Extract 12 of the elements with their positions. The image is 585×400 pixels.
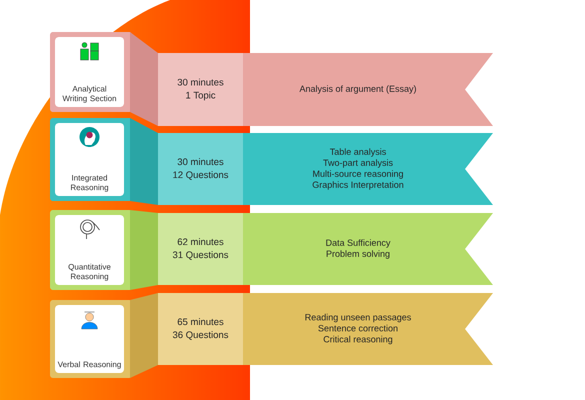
section-card: Integrated Reasoning — [55, 123, 124, 196]
duration-box: 62 minutes 31 Questions — [158, 213, 243, 285]
duration-box: 30 minutes 12 Questions — [158, 133, 243, 205]
ribbon-banner: Table analysis Two-part analysis Multi-source reasoning Graphics Interpretation — [243, 133, 493, 205]
section-card: Analytical Writing Section — [55, 37, 124, 107]
duration-box: 30 minutes 1 Topic — [158, 53, 243, 126]
ribbon-banner: Analysis of argument (Essay) — [243, 53, 493, 126]
duration-box: 65 minutes 36 Questions — [158, 293, 243, 365]
ribbon-banner: Data Sufficiency Problem solving — [243, 213, 493, 285]
section-card: Verbal Reasoning — [55, 305, 124, 373]
section-card: Quantitative Reasoning — [55, 215, 124, 285]
ribbon-banner: Reading unseen passages Sentence correction Critical reasoning — [243, 293, 493, 365]
